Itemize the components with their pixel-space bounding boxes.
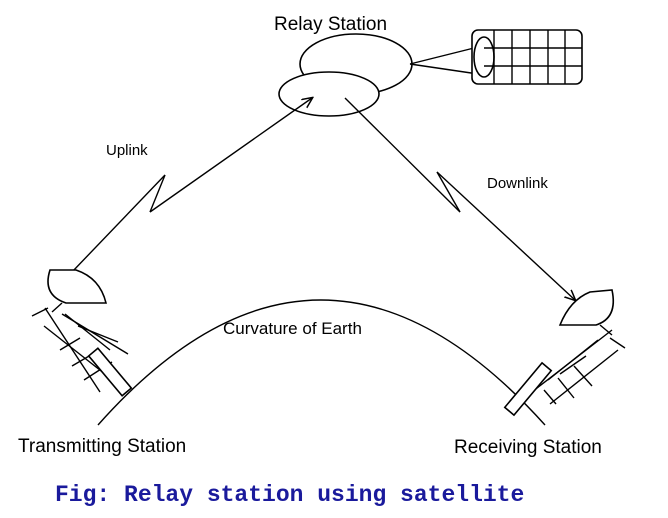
relay-station-label: Relay Station	[274, 14, 387, 35]
satellite-icon	[409, 29, 583, 85]
dish-antenna-icon	[47, 269, 108, 304]
relay-station-icon	[278, 33, 413, 117]
transmitting-tower	[31, 269, 133, 397]
earth-curvature	[97, 299, 546, 426]
downlink-label: Downlink	[487, 175, 548, 192]
downlink-link	[344, 97, 575, 300]
figure-caption: Fig: Relay station using satellite	[55, 482, 524, 508]
uplink-label: Uplink	[106, 142, 148, 159]
dish-antenna-icon	[558, 289, 615, 326]
transmitting-station-label: Transmitting Station	[18, 436, 186, 457]
receiving-station-label: Receiving Station	[454, 437, 602, 458]
curvature-label: Curvature of Earth	[223, 319, 362, 338]
uplink-link	[71, 98, 312, 273]
receiving-tower	[503, 289, 626, 417]
